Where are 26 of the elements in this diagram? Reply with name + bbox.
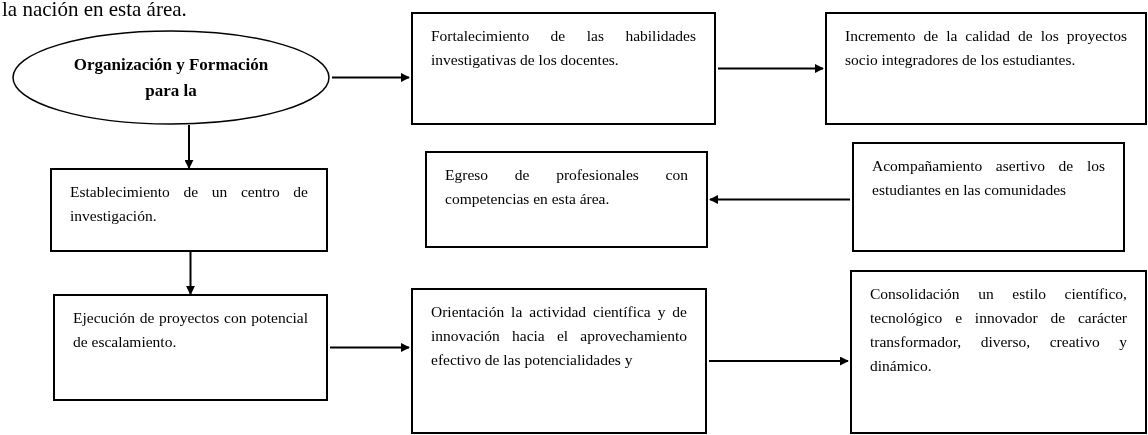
- process-box: [411, 12, 716, 125]
- process-box: [50, 168, 328, 252]
- node-text: Consolidación un estilo científico, tecnológico e innovador de carácter transformador, diverso, creativo y dinámico.: [870, 284, 1127, 376]
- node-text: Incremento de la calidad de los proyectos socio integradores de los estudiantes.: [845, 26, 1127, 70]
- arrow: [186, 251, 195, 295]
- node-text: Fortalecimiento de las habilidades investigativas de los docentes.: [431, 26, 696, 70]
- process-box: [852, 142, 1125, 252]
- arrow: [331, 73, 410, 82]
- node-text: Establecimiento de un centro de investigación.: [70, 182, 308, 226]
- node-text: Orientación la actividad científica y de innovación hacia el aprovechamiento efectivo de las potencialidades y: [431, 302, 687, 370]
- node-text: Organización y Formación para la: [72, 53, 270, 102]
- process-box: [53, 294, 328, 401]
- arrow: [708, 356, 849, 366]
- heading-text: la nación en esta área.: [2, 0, 187, 21]
- process-box: [425, 151, 708, 248]
- node-text: Acompañamiento asertivo de los estudiantes en las comunidades: [872, 156, 1105, 200]
- arrow: [329, 343, 410, 352]
- process-box: [411, 288, 707, 434]
- node-text: Egreso de profesionales con competencias en esta área.: [445, 165, 688, 209]
- arrow: [709, 195, 851, 204]
- process-box: [850, 270, 1147, 434]
- arrow: [717, 64, 824, 73]
- process-ellipse: [12, 30, 330, 125]
- node-text: Ejecución de proyectos con potencial de escalamiento.: [73, 308, 308, 352]
- process-box: [825, 12, 1147, 125]
- arrow: [184, 124, 194, 169]
